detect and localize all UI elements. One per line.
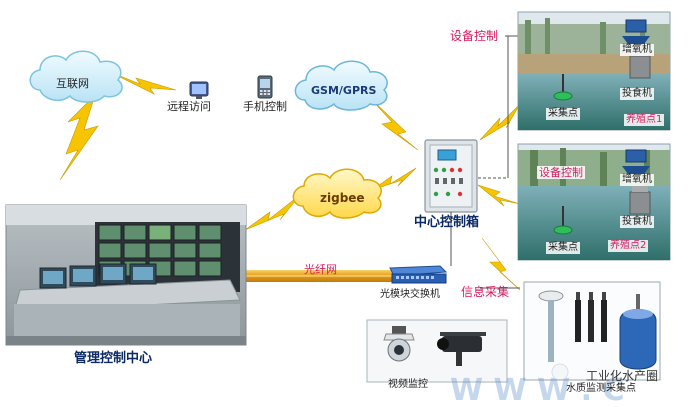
lightning-zigbee-box xyxy=(371,167,417,191)
zigbee-label: zigbee xyxy=(320,191,365,205)
lightning-internet-remote xyxy=(109,71,177,95)
control-box xyxy=(424,139,478,213)
remote-computer-icon xyxy=(189,81,209,99)
device-control-top-label: 设备控制 xyxy=(450,29,499,43)
gsm-cloud xyxy=(294,60,388,111)
lightning-center-zigbee xyxy=(244,194,301,231)
farm1-point-label: 养殖点1 xyxy=(624,114,665,126)
video-monitoring-photo xyxy=(366,319,508,383)
farm2-feeder-label: 投食机 xyxy=(620,216,654,228)
switch-device xyxy=(389,265,448,284)
internet-cloud xyxy=(29,50,123,103)
farm1-photo xyxy=(517,11,671,131)
info-collect-label: 信息采集 xyxy=(461,285,510,299)
farm2-collector-label: 采集点 xyxy=(546,242,580,254)
management-center-photo xyxy=(5,204,247,346)
farm2-point-label: 养殖点2 xyxy=(608,240,649,252)
device-control-mid-label: 设备控制 xyxy=(537,166,585,179)
farm1-aerator-label: 增氧机 xyxy=(620,44,654,56)
mobile-control-label: 手机控制 xyxy=(243,100,287,113)
management-center-label: 管理控制中心 xyxy=(74,351,153,366)
zigbee-cloud xyxy=(292,168,382,219)
lightning-internet-center xyxy=(59,94,99,181)
svg-text:W W W . C: W W W . C xyxy=(450,373,624,407)
remote-access-label: 远程访问 xyxy=(167,100,211,113)
lightning-box-farm2 xyxy=(477,184,521,207)
lightning-box-farm1 xyxy=(479,103,521,141)
watermark-text: 工业化水产圈 xyxy=(586,369,659,383)
watermark-logo: W W W . C xyxy=(450,363,624,407)
farm1-collector-label: 采集点 xyxy=(546,108,580,120)
farm2-aerator-label: 增氧机 xyxy=(620,174,654,186)
water-quality-label: 水质监测采集点 xyxy=(566,383,636,394)
gsm-label: GSM/GPRS xyxy=(311,84,377,97)
farm1-feeder-label: 投食机 xyxy=(620,88,654,100)
internet-label: 互联网 xyxy=(56,77,89,90)
video-label: 视频监控 xyxy=(388,379,428,390)
water-quality-photo xyxy=(523,281,661,381)
mobile-phone-icon xyxy=(257,75,273,99)
lightning-box-water xyxy=(481,237,521,291)
switch-label: 光模块交换机 xyxy=(380,289,440,300)
center-box-label: 中心控制箱 xyxy=(414,215,480,230)
lightning-gsm-box xyxy=(371,99,419,151)
fiber-label: 光纤网 xyxy=(304,263,337,276)
